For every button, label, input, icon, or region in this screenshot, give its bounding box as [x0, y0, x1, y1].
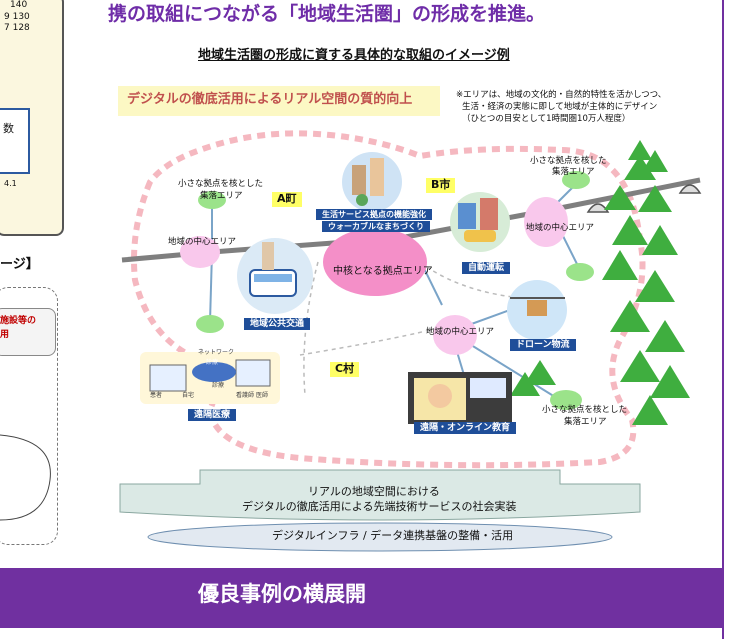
illus-home: 自宅: [182, 392, 195, 399]
caption-walkable-line2: ウォーカブルなまちづくり: [322, 221, 430, 233]
caption-drone: ドローン物流: [510, 339, 576, 352]
arrow-text-line1: リアルの地域空間における: [308, 485, 440, 498]
caption-telemedicine: 遠隔医療: [188, 409, 237, 422]
division-line-3: [299, 329, 431, 356]
banner-text: デジタルの徹底活用によるリアル空間の質的向上: [127, 92, 413, 107]
infra-text: デジタルインフラ / データ連携基盤の整備・活用: [272, 529, 514, 542]
tunnel-icon: [586, 184, 702, 213]
division-line-2: [419, 261, 561, 301]
left-ellipse-fragment: [0, 434, 51, 521]
arrow-panel: [119, 469, 641, 521]
city-b-label: B市: [426, 178, 456, 193]
center-area-a-label: 地域の中心エリア: [168, 237, 237, 247]
illus-patient: 患者: [150, 392, 163, 399]
hub-area: [323, 228, 427, 296]
left-value-1: 140: [10, 0, 28, 10]
left-red-text-1: 施設等の: [0, 316, 37, 326]
center-area-c: [433, 315, 477, 355]
drone-icon: [507, 280, 567, 340]
small-area-b-line1: 小さな拠点を核した: [530, 156, 607, 166]
main-title: 携の取組につながる「地域生活圏」の形成を推進。: [108, 3, 546, 25]
left-red-box: [0, 308, 56, 356]
node-b-small: [562, 171, 590, 189]
note-line-1: ※エリアは、地域の文化的・自然的特性を活かしつつ、: [456, 90, 667, 100]
caption-public-transport: 地域公共交通: [244, 318, 311, 331]
node-b-lower: [566, 263, 594, 281]
note-line-2: 生活・経済の実態に即して地域が主体的にデザイン: [462, 102, 658, 112]
caption-walkable-line1: 生活サービス拠点の機能強化: [316, 209, 432, 221]
tree-icon: [510, 140, 690, 425]
left-date-text: 4.1: [4, 179, 17, 188]
left-value-3: 7 128: [4, 23, 30, 33]
illus-clinic: 診療: [206, 359, 219, 366]
left-heading: ージ】: [0, 257, 39, 272]
node-a-lower: [196, 315, 224, 333]
left-box-text: 数: [3, 122, 14, 135]
online-education-illustration: [408, 372, 512, 424]
illus-network: ネットワーク: [198, 349, 235, 356]
caption-online-edu: 遠隔・オンライン教育: [414, 422, 517, 435]
small-area-a-line1: 小さな拠点を核とした: [178, 179, 264, 189]
section-band-title: 優良事例の横展開: [198, 582, 366, 606]
small-area-c-line2: 集落エリア: [564, 417, 607, 427]
left-value-2: 9 130: [4, 12, 30, 22]
town-a-label: A町: [272, 192, 302, 207]
arrow-text-line2: デジタルの徹底活用による先端技術サービスの社会実装: [242, 500, 517, 513]
region-diagram: [119, 130, 702, 552]
village-c-label: C村: [330, 362, 360, 377]
right-border-rule: [722, 0, 724, 639]
node-a-small: [198, 191, 226, 209]
bus-icon: [237, 238, 313, 314]
small-area-c-line1: 小さな拠点を核とした: [542, 405, 628, 415]
center-area-c-label: 地域の中心エリア: [426, 327, 495, 337]
left-red-text-2: 用: [0, 330, 10, 340]
banner-box: [118, 86, 440, 116]
section-band: [0, 568, 722, 628]
hub-area-label: 中核となる拠点エリア: [333, 266, 433, 277]
illus-clinic-2: 診療: [212, 382, 225, 389]
small-area-a-line2: 集落エリア: [200, 191, 243, 201]
illus-doctor: 医師: [256, 392, 269, 399]
telemedicine-illustration: [140, 352, 280, 404]
node-c-small: [550, 390, 582, 410]
note-line-3: （ひとつの目安として1時間圏10万人程度）: [462, 114, 631, 124]
autonomous-car-illustration: [450, 192, 510, 252]
illus-nurse: 看護師: [236, 392, 255, 399]
center-area-a: [180, 236, 220, 268]
caption-autonomous: 自動運転: [462, 262, 511, 275]
center-area-b-label: 地域の中心エリア: [526, 223, 595, 233]
small-area-b-line2: 集落エリア: [552, 167, 595, 177]
center-area-b: [524, 197, 568, 247]
wearable-city-illustration: [342, 152, 402, 212]
infra-ellipse: [147, 522, 613, 552]
left-mini-box: [0, 108, 30, 174]
diagram-subtitle: 地域生活圏の形成に資する具体的な取組のイメージ例: [198, 48, 510, 63]
